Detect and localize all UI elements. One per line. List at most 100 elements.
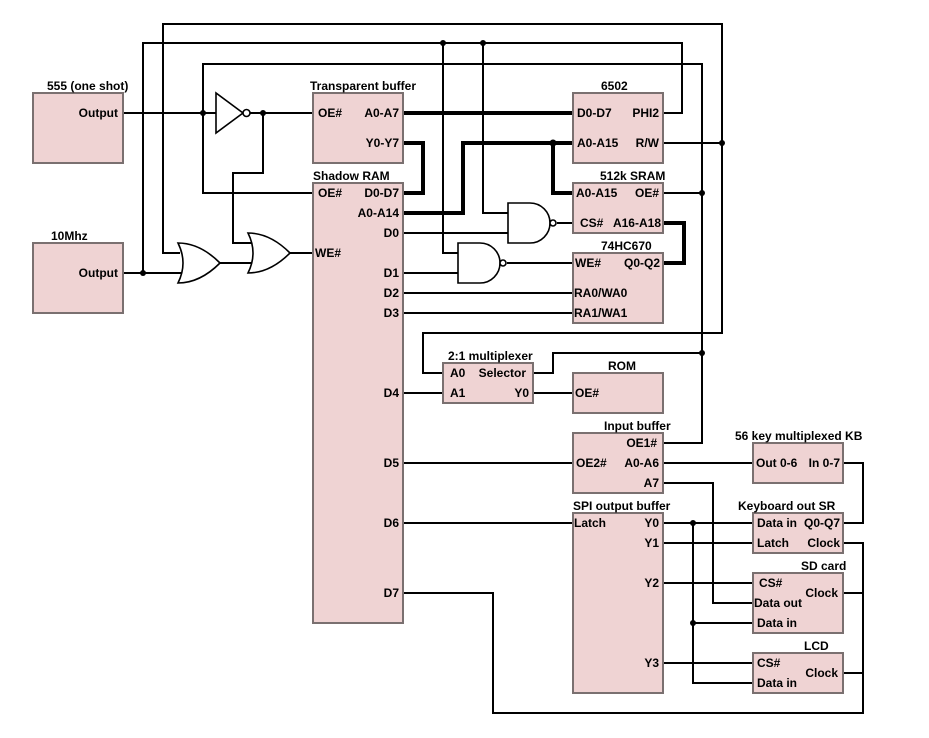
pin-label: OE1#: [626, 436, 657, 450]
pin-label: Latch: [574, 516, 606, 530]
pin-label: OE#: [575, 386, 599, 400]
junction-dot: [549, 139, 557, 147]
pin-label: A1: [450, 386, 466, 400]
block-title: 512k SRAM: [600, 169, 665, 183]
wire-d7-clock: [403, 542, 864, 714]
block-lcd: LCD CS# Clock Data in: [752, 639, 844, 694]
pin-label: CS#: [759, 576, 783, 590]
pin-label: A0-A15: [576, 186, 618, 200]
pin-label: D0: [384, 226, 400, 240]
block-10mhz: 10Mhz Output: [32, 229, 124, 314]
block-spi-output-buffer: SPI output buffer Latch Y0 Y1 Y2 Y3: [572, 499, 671, 694]
wire-segment: [312, 92, 404, 164]
block-title: 6502: [601, 79, 628, 93]
block-2to1-multiplexer: 2:1 multiplexer A0 Selector A1 Y0: [442, 349, 534, 404]
pin-label: Q0-Q2: [624, 256, 660, 270]
pin-label: Clock: [807, 536, 840, 550]
wire-segment: [752, 572, 844, 634]
block-title: 2:1 multiplexer: [448, 349, 533, 363]
pin-label: D5: [384, 456, 400, 470]
junctions: [140, 40, 725, 626]
bus-y-d: [403, 141, 425, 195]
pin-label: Y2: [644, 576, 659, 590]
wire-segment: [572, 92, 664, 164]
pin-label: A0: [450, 366, 466, 380]
junction-dot: [699, 350, 705, 356]
block-rom: ROM OE#: [572, 359, 664, 414]
pin-label: Q0-Q7: [804, 516, 840, 530]
pin-label: PHI2: [632, 106, 659, 120]
wire-555-shadow-oe: [202, 113, 313, 194]
junction-dot: [260, 110, 266, 116]
wire-phi2-nand1: [482, 43, 509, 214]
bus-addr-sram: [551, 143, 573, 195]
pin-label: D0-D7: [577, 106, 612, 120]
block-title: 74HC670: [601, 239, 652, 253]
pin-label: A0-A7: [364, 106, 399, 120]
pin-label: Output: [79, 266, 118, 280]
wire-inv-or2: [232, 113, 264, 244]
pin-label: R/W: [636, 136, 660, 150]
junction-dot: [140, 270, 146, 276]
block-6502: 6502 D0-D7 PHI2 A0-A15 R/W: [572, 79, 664, 164]
pin-label: A16-A18: [613, 216, 661, 230]
pin-label: A0-A15: [577, 136, 619, 150]
block-input-buffer: Input buffer OE1# OE2# A0-A6 A7: [572, 419, 671, 494]
wire-segment: [32, 92, 124, 164]
wire-segment: [312, 182, 404, 624]
pin-label: Data in: [757, 616, 797, 630]
pin-label: Out 0-6: [756, 456, 798, 470]
block-title: 10Mhz: [51, 229, 88, 243]
bus-addr: [403, 141, 573, 215]
pin-label: A7: [644, 476, 660, 490]
wire-segment: [752, 442, 844, 484]
wire-segment: [442, 362, 534, 404]
junction-dot: [242, 108, 251, 118]
wire-segment: [572, 432, 664, 494]
or-gate-2: [246, 232, 292, 274]
pin-label: Selector: [479, 366, 527, 380]
pin-label: RA0/WA0: [574, 286, 628, 300]
nand-gate-2: [457, 242, 507, 284]
bus-bank: [663, 221, 686, 265]
block-transparent-buffer: Transparent buffer OE# A0-A7 Y0-Y7: [310, 79, 416, 164]
block-555: 555 (one shot) Output: [32, 79, 128, 164]
pin-label: CS#: [757, 656, 781, 670]
block-title: Shadow RAM: [313, 169, 390, 183]
pin-label: D3: [384, 306, 400, 320]
wire-phi2: [142, 42, 683, 273]
wire-oe-bus: [202, 63, 703, 444]
pin-label: Data in: [757, 516, 797, 530]
wire-segment: [32, 242, 124, 314]
wire-segment: [572, 372, 664, 414]
pin-label: D4: [384, 386, 400, 400]
block-title: 555 (one shot): [47, 79, 128, 93]
pin-label: WE#: [575, 256, 601, 270]
junction-dot: [499, 259, 507, 267]
pin-label: OE#: [635, 186, 659, 200]
pin-label: Clock: [805, 586, 838, 600]
wire-phi2-nand2: [442, 43, 460, 254]
wire-segment: [507, 202, 551, 244]
pin-label: Latch: [757, 536, 789, 550]
wire-segment: [752, 512, 844, 554]
block-title: SPI output buffer: [573, 499, 671, 513]
block-shadow-ram: Shadow RAM OE# D0-D7 A0-A14 WE# D0 D1 D2…: [312, 169, 404, 624]
pin-label: Y0: [644, 516, 659, 530]
block-keyboard-sr: Keyboard out SR Data in Q0-Q7 Latch Cloc…: [738, 499, 844, 554]
junction-dot: [690, 620, 696, 626]
pin-label: D7: [384, 586, 400, 600]
block-sd-card: SD card CS# Clock Data out Data in: [752, 559, 846, 634]
pin-label: Y0-Y7: [366, 136, 400, 150]
pin-label: OE#: [318, 106, 342, 120]
pin-label: Data in: [757, 676, 797, 690]
wire-segment: [572, 512, 664, 694]
pin-label: D0-D7: [364, 186, 399, 200]
wire-y0-data: [692, 523, 753, 684]
block-title: Input buffer: [604, 419, 671, 433]
pin-label: RA1/WA1: [574, 306, 628, 320]
or-gate-1: [176, 242, 222, 284]
junction-dot: [719, 140, 725, 146]
pin-label: A0-A14: [358, 206, 400, 220]
pin-label: A0-A6: [624, 456, 659, 470]
